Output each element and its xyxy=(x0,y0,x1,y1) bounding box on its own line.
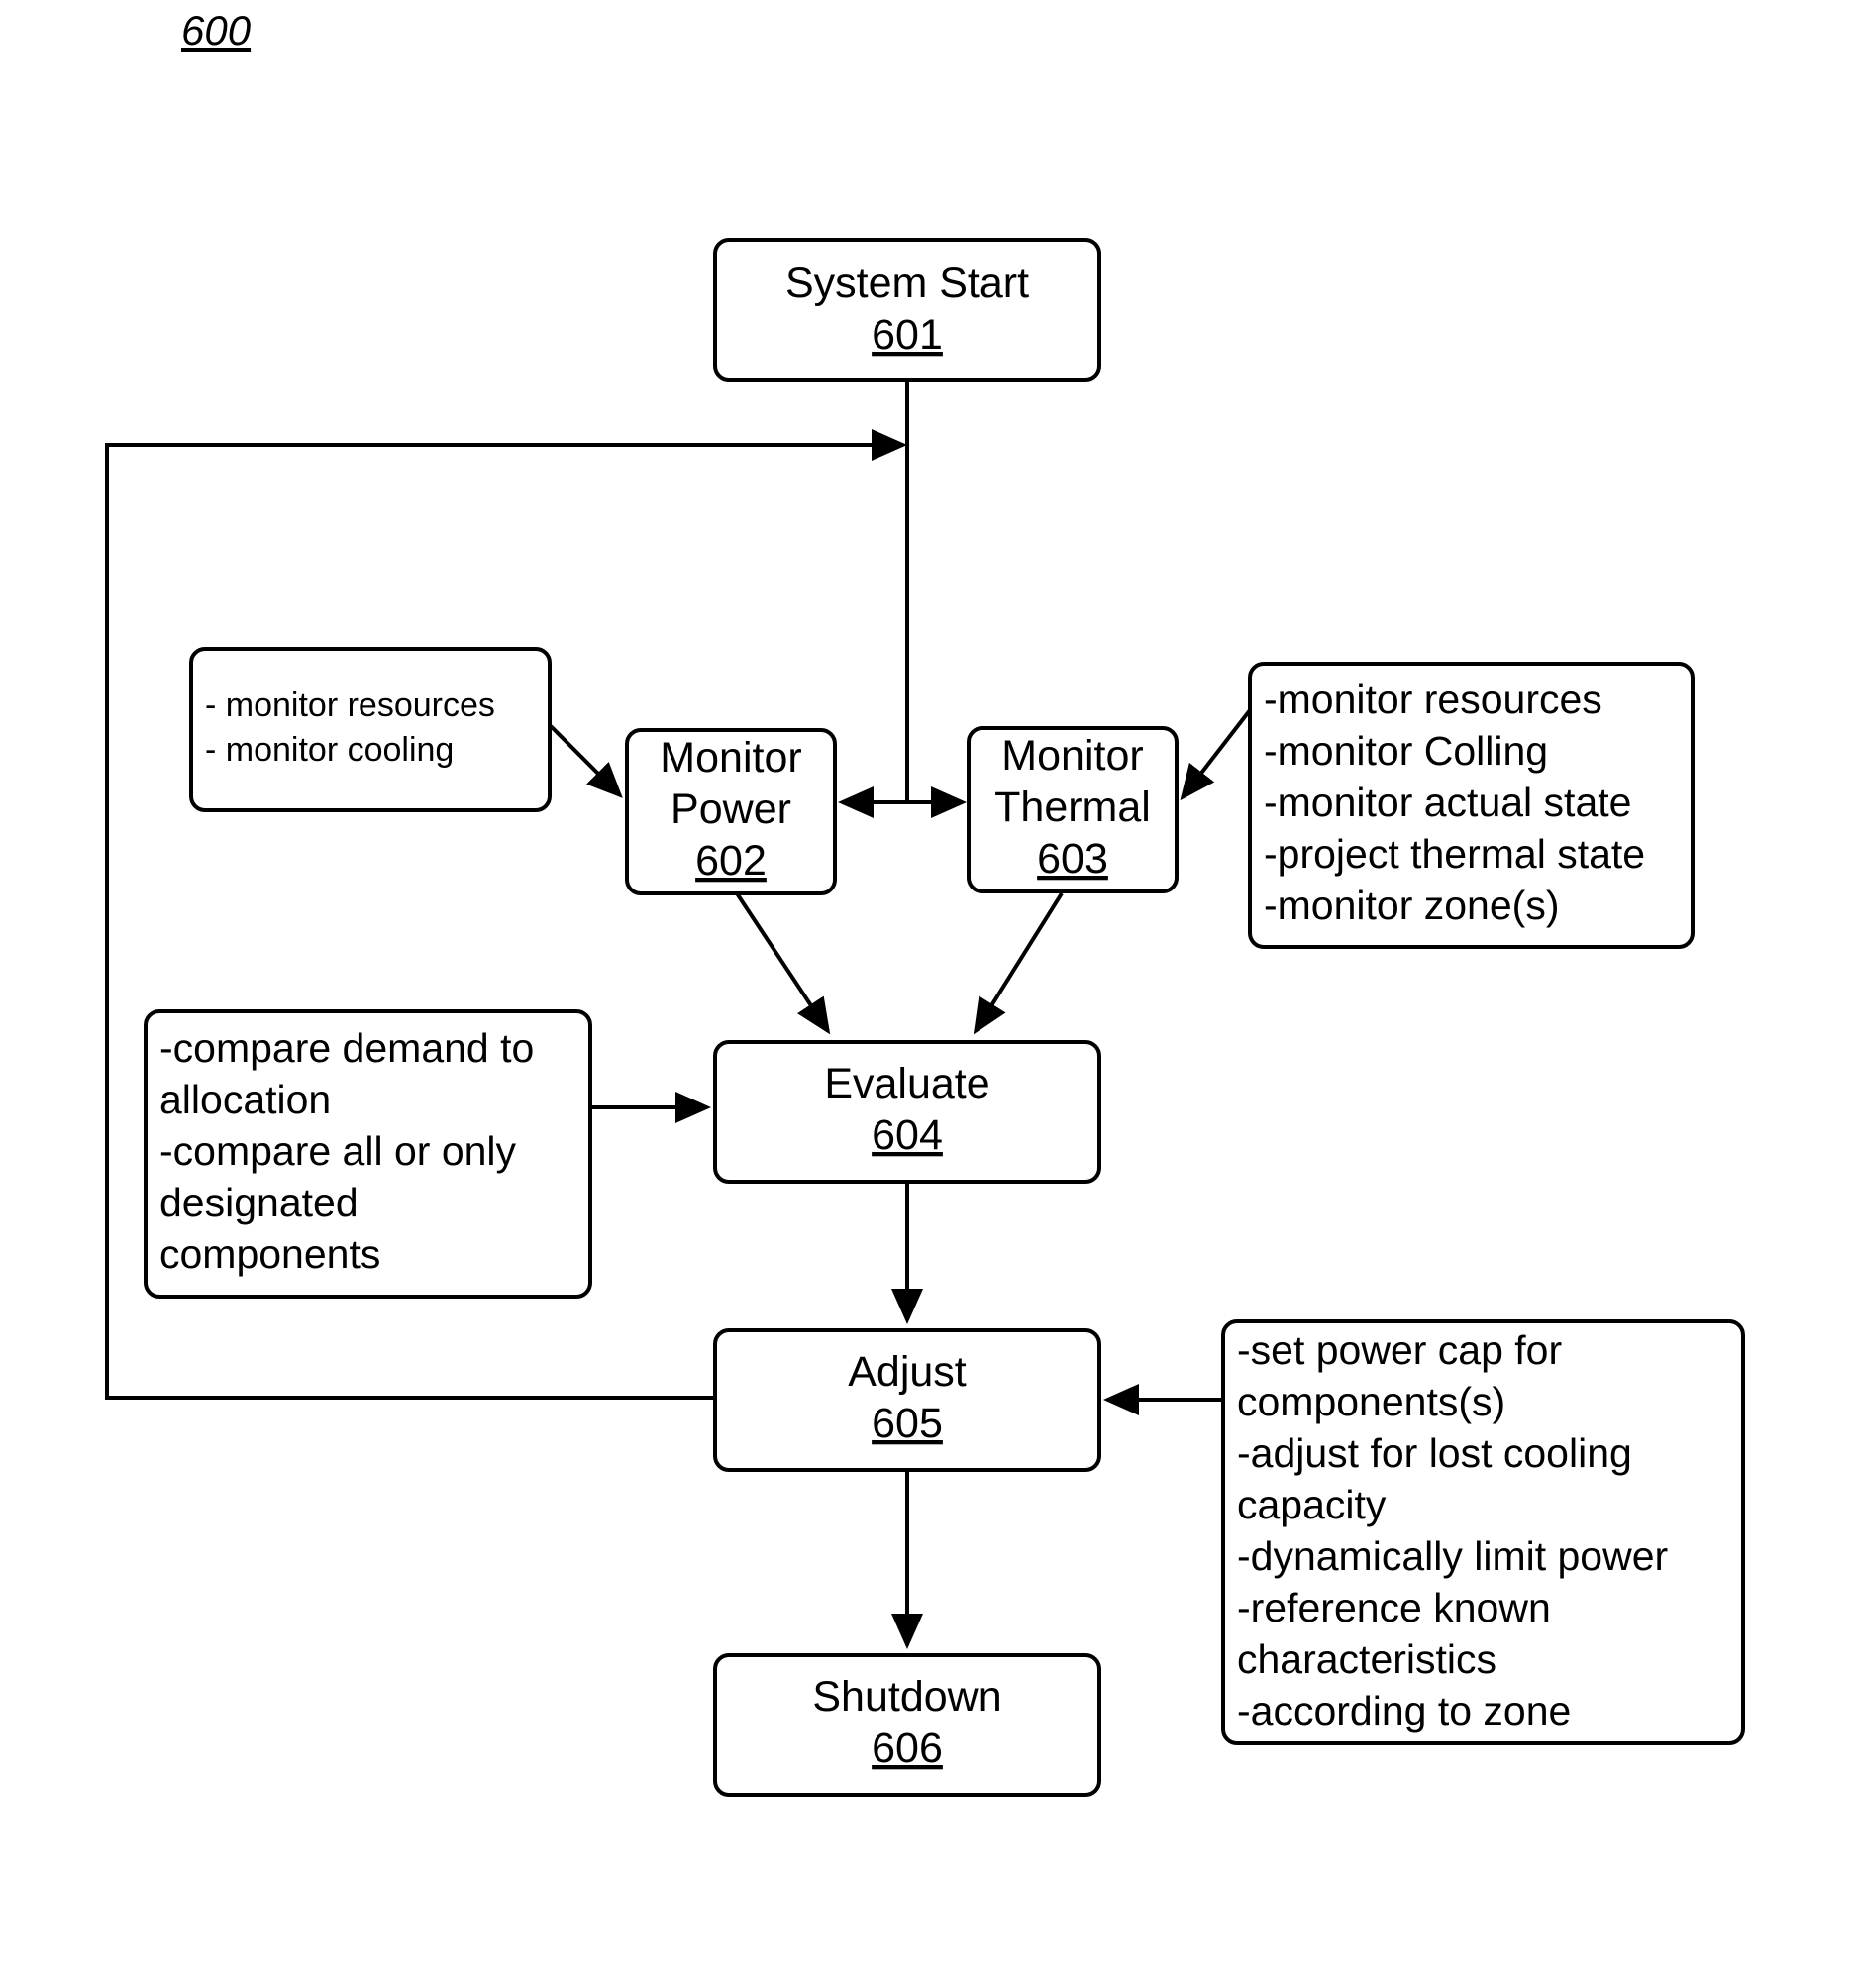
note-adjust-line-3: -adjust for lost cooling xyxy=(1237,1430,1632,1476)
note-adjust-line-6: -reference known xyxy=(1237,1585,1551,1630)
node-evaluate: Evaluate 604 xyxy=(715,1042,1099,1182)
note-thermal-line-5: -monitor zone(s) xyxy=(1264,883,1559,928)
node-adjust-title: Adjust xyxy=(848,1348,967,1396)
node-monitor-power-number: 602 xyxy=(695,837,767,885)
note-adjust-line-1: -set power cap for xyxy=(1237,1327,1562,1373)
arrow-power-notes-to-monitor-power xyxy=(551,726,620,795)
node-monitor-thermal-title-line1: Monitor xyxy=(1001,732,1143,780)
note-box-power: - monitor resources - monitor cooling xyxy=(191,649,550,810)
note-evaluate-line-2: allocation xyxy=(159,1077,331,1122)
node-monitor-thermal-number: 603 xyxy=(1037,835,1108,883)
node-system-start-title: System Start xyxy=(785,260,1029,307)
note-adjust-line-2: components(s) xyxy=(1237,1379,1505,1424)
node-adjust: Adjust 605 xyxy=(715,1330,1099,1470)
note-thermal-line-4: -project thermal state xyxy=(1264,831,1645,877)
note-box-evaluate: -compare demand to allocation -compare a… xyxy=(146,1011,590,1297)
node-adjust-number: 605 xyxy=(872,1400,943,1447)
note-thermal-line-1: -monitor resources xyxy=(1264,677,1602,722)
note-evaluate-line-1: -compare demand to xyxy=(159,1025,534,1071)
node-system-start: System Start 601 xyxy=(715,240,1099,380)
note-adjust-line-5: -dynamically limit power xyxy=(1237,1533,1668,1579)
node-monitor-power-title-line2: Power xyxy=(671,785,791,833)
note-box-thermal: -monitor resources -monitor Colling -mon… xyxy=(1250,664,1693,947)
node-shutdown-title: Shutdown xyxy=(812,1673,1001,1721)
node-monitor-power-title-line1: Monitor xyxy=(660,734,801,782)
arrow-thermal-notes-to-monitor-thermal xyxy=(1183,710,1250,797)
node-evaluate-number: 604 xyxy=(872,1111,943,1159)
note-evaluate-line-3: -compare all or only xyxy=(159,1128,517,1174)
node-shutdown: Shutdown 606 xyxy=(715,1655,1099,1795)
node-monitor-thermal-title-line2: Thermal xyxy=(994,784,1151,831)
node-shutdown-number: 606 xyxy=(872,1725,943,1772)
figure-label: 600 xyxy=(181,7,252,53)
note-box-adjust: -set power cap for components(s) -adjust… xyxy=(1223,1321,1743,1743)
note-evaluate-line-4: designated xyxy=(159,1180,359,1225)
note-power-line-2: - monitor cooling xyxy=(205,731,454,769)
note-adjust-line-4: capacity xyxy=(1237,1482,1387,1527)
arrow-monitor-power-to-evaluate xyxy=(737,893,828,1031)
node-monitor-power: Monitor Power 602 xyxy=(627,730,835,893)
note-thermal-line-3: -monitor actual state xyxy=(1264,780,1631,825)
node-monitor-thermal: Monitor Thermal 603 xyxy=(969,728,1177,891)
note-power-line-1: - monitor resources xyxy=(205,686,495,724)
note-adjust-line-7: characteristics xyxy=(1237,1636,1496,1682)
arrow-monitor-thermal-to-evaluate xyxy=(976,893,1062,1031)
note-evaluate-line-5: components xyxy=(159,1231,380,1277)
note-thermal-line-2: -monitor Colling xyxy=(1264,728,1548,774)
node-evaluate-title: Evaluate xyxy=(824,1060,989,1107)
node-system-start-number: 601 xyxy=(872,311,943,359)
note-adjust-line-8: -according to zone xyxy=(1237,1688,1571,1733)
